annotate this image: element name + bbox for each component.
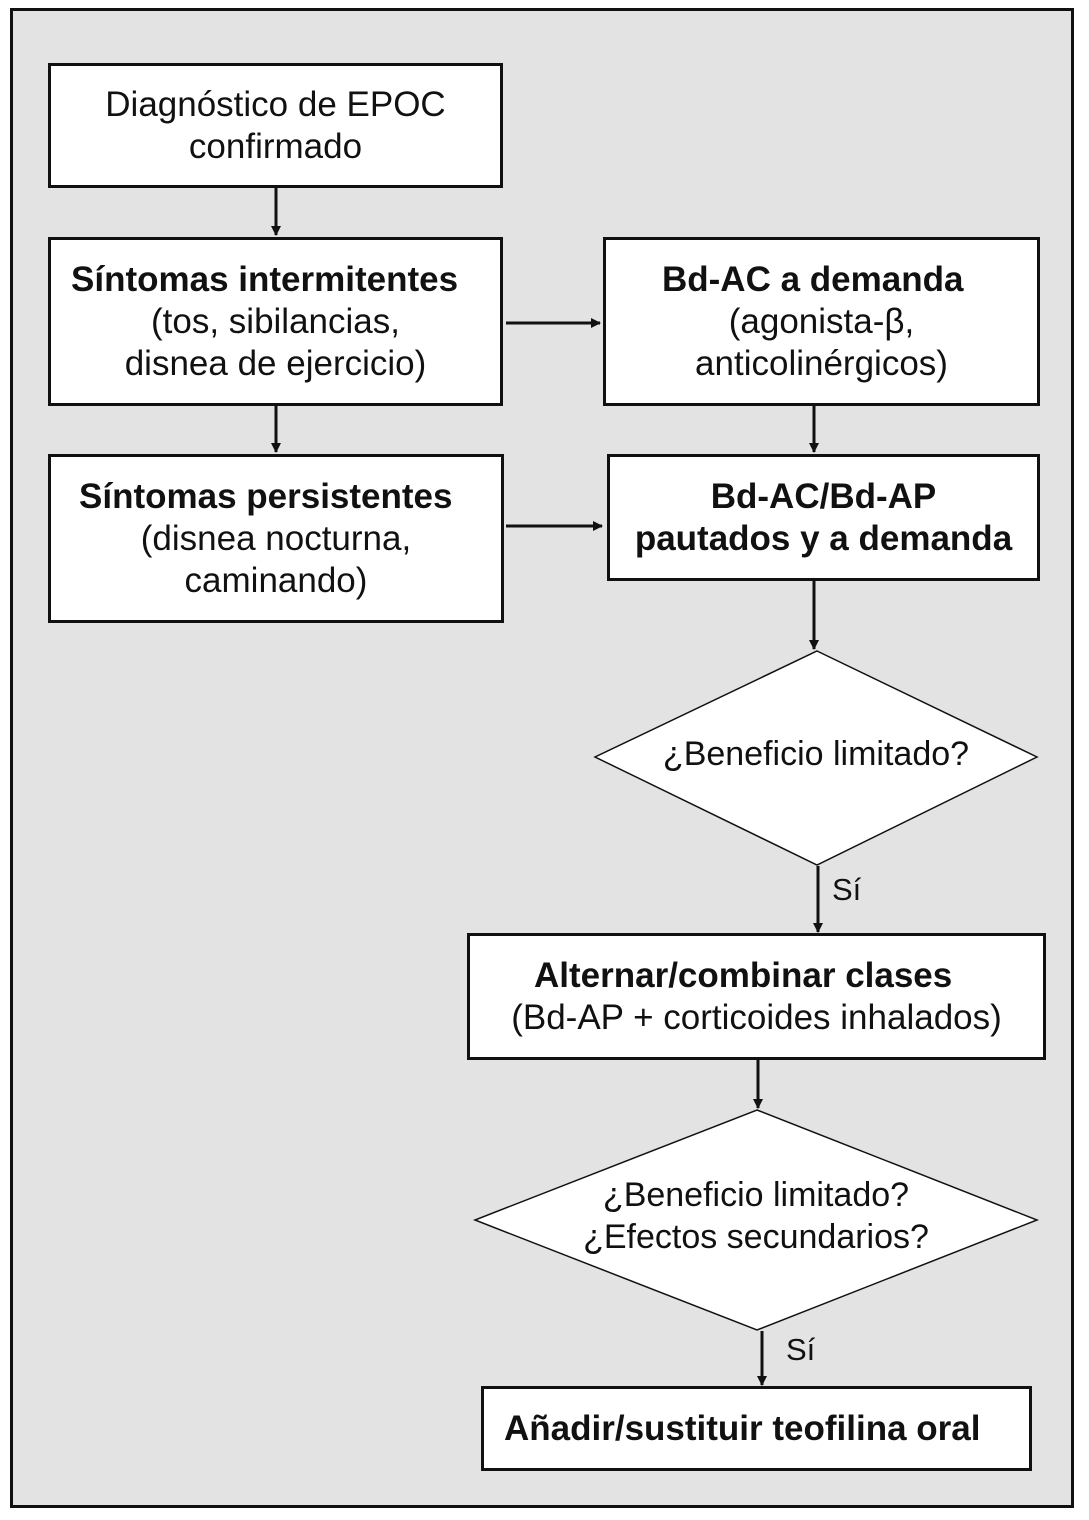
bdac-on-demand-box: Bd-AC a demanda (agonista-β, anticolinér…	[603, 237, 1040, 406]
decision2-line1: ¿Beneficio limitado?	[602, 1176, 910, 1214]
decision2-line2: ¿Efectos secundarios?	[583, 1218, 929, 1256]
theophylline-title: Añadir/sustituir teofilina oral	[504, 1408, 981, 1448]
decision1-yes-label: Sí	[832, 872, 862, 907]
intermittent-symptoms-box: Síntomas intermitentes (tos, sibilancias…	[48, 237, 503, 406]
persistent-line2: (disnea nocturna,	[140, 518, 412, 558]
bdac-title: Bd-AC a demanda	[662, 259, 964, 299]
alternate-line2: (Bd-AP + corticoides inhalados)	[511, 997, 1002, 1037]
bdac-bdap-line1: Bd-AC/Bd-AP	[710, 476, 937, 516]
theophylline-box: Añadir/sustituir teofilina oral	[481, 1386, 1032, 1471]
decision-diamond-2	[472, 1109, 1040, 1331]
diagnosis-line1: Diagnóstico de EPOC	[105, 84, 446, 124]
persistent-title: Síntomas persistentes	[79, 476, 453, 516]
persistent-line3: caminando)	[184, 560, 368, 600]
decision1-question: ¿Beneficio limitado?	[662, 735, 970, 773]
alternate-title: Alternar/combinar clases	[534, 955, 953, 995]
intermittent-line3: disnea de ejercicio)	[124, 343, 427, 383]
bdac-line3: anticolinérgicos)	[695, 343, 948, 383]
bdac-bdap-box: Bd-AC/Bd-AP pautados y a demanda	[607, 454, 1040, 581]
bdac-bdap-line2: pautados y a demanda	[634, 518, 1013, 558]
bdac-line2: (agonista-β,	[728, 301, 915, 341]
diagnosis-line2: confirmado	[188, 126, 363, 166]
diagnosis-box: Diagnóstico de EPOC confirmado	[48, 63, 503, 188]
intermittent-line2: (tos, sibilancias,	[151, 301, 400, 341]
intermittent-title: Síntomas intermitentes	[71, 259, 459, 299]
decision-diamond-1	[593, 650, 1039, 866]
alternate-combine-box: Alternar/combinar clases (Bd-AP + cortic…	[467, 933, 1046, 1060]
persistent-symptoms-box: Síntomas persistentes (disnea nocturna, …	[48, 454, 504, 623]
decision2-yes-label: Sí	[786, 1332, 816, 1367]
